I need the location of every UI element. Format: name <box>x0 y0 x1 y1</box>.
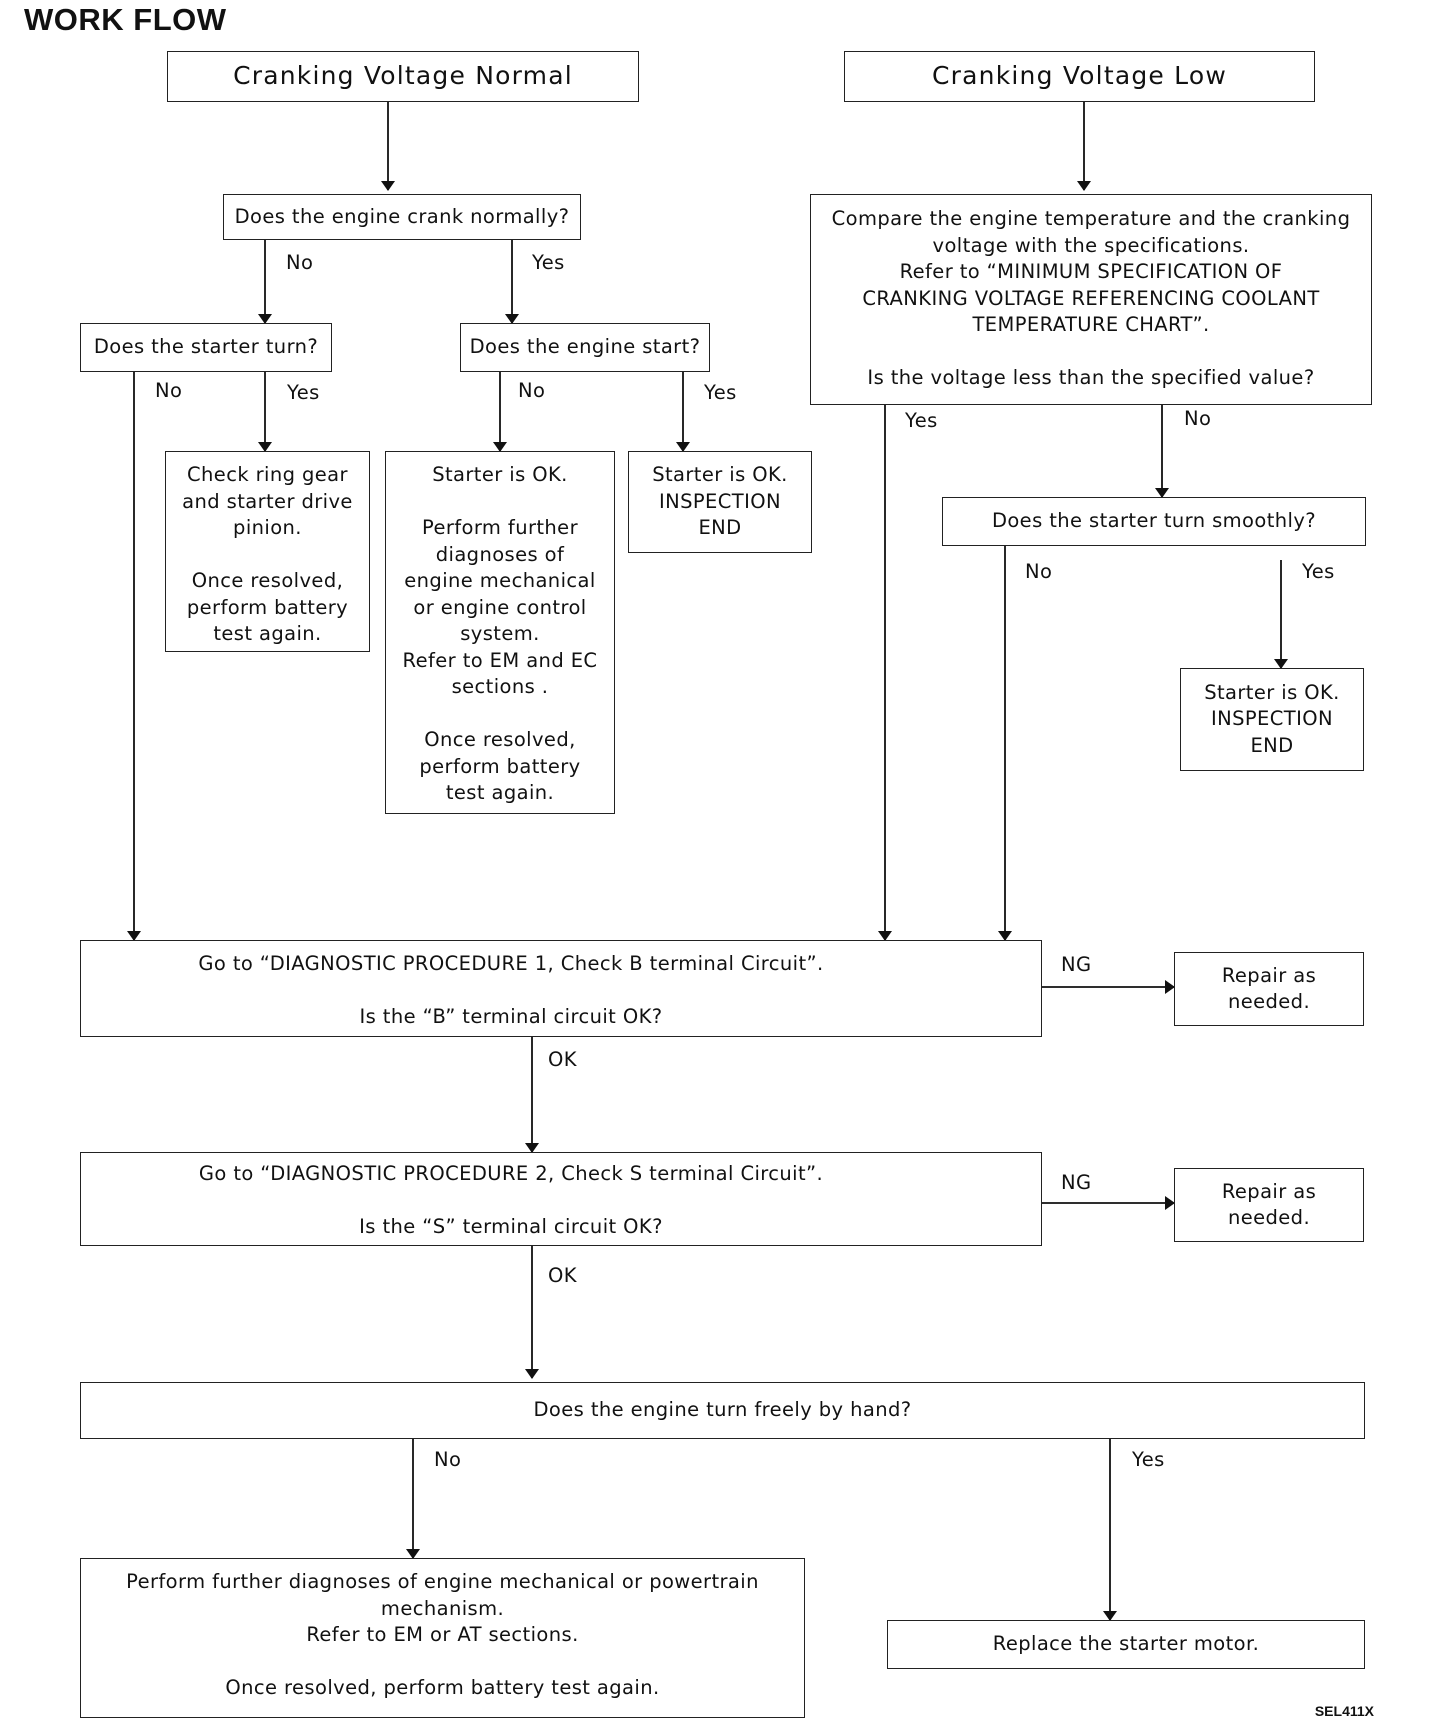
start-yes-label: Yes <box>704 381 737 404</box>
start-no-label: No <box>518 379 546 402</box>
repair-as-needed-box-1: Repair as needed. <box>1174 952 1364 1026</box>
replace-starter-motor-box: Replace the starter motor. <box>887 1620 1365 1669</box>
starter-turn-smoothly-decision: Does the starter turn smoothly? <box>942 497 1366 546</box>
figure-code: SEL411X <box>1314 1703 1374 1719</box>
starter-ok-further-diagnosis-box: Starter is OK. Perform further diagnoses… <box>385 451 615 814</box>
starter-turn-decision: Does the starter turn? <box>80 323 332 372</box>
diagnostic-procedure-1-box: Go to “DIAGNOSTIC PROCEDURE 1, Check B t… <box>80 940 1042 1037</box>
page-title: WORK FLOW <box>24 2 227 37</box>
diagnostic-procedure-2-box: Go to “DIAGNOSTIC PROCEDURE 2, Check S t… <box>80 1152 1042 1246</box>
starter-ok-inspection-end-box-1: Starter is OK. INSPECTION END <box>628 451 812 553</box>
turn-yes-label: Yes <box>287 381 320 404</box>
freely-yes-label: Yes <box>1132 1448 1165 1471</box>
cranking-voltage-low-box: Cranking Voltage Low <box>844 51 1315 102</box>
compare-no-label: No <box>1184 407 1212 430</box>
further-diagnosis-powertrain-box: Perform further diagnoses of engine mech… <box>80 1558 805 1718</box>
smooth-no-label: No <box>1025 560 1053 583</box>
check-ring-gear-box: Check ring gear and starter drive pinion… <box>165 451 370 652</box>
repair-as-needed-box-2: Repair as needed. <box>1174 1168 1364 1242</box>
engine-start-decision: Does the engine start? <box>460 323 710 372</box>
proc2-ok-label: OK <box>548 1264 577 1287</box>
cranking-voltage-normal-box: Cranking Voltage Normal <box>167 51 639 102</box>
compare-yes-label: Yes <box>905 409 938 432</box>
proc1-ok-label: OK <box>548 1048 577 1071</box>
crank-normally-decision: Does the engine crank normally? <box>223 194 581 240</box>
engine-turn-freely-decision: Does the engine turn freely by hand? <box>80 1382 1365 1439</box>
proc1-ng-label: NG <box>1061 953 1092 976</box>
proc2-ng-label: NG <box>1061 1171 1092 1194</box>
compare-voltage-decision: Compare the engine temperature and the c… <box>810 194 1372 405</box>
crank-no-label: No <box>286 251 314 274</box>
starter-ok-inspection-end-box-2: Starter is OK. INSPECTION END <box>1180 668 1364 771</box>
crank-yes-label: Yes <box>532 251 565 274</box>
turn-no-label: No <box>155 379 183 402</box>
smooth-yes-label: Yes <box>1302 560 1335 583</box>
freely-no-label: No <box>434 1448 462 1471</box>
